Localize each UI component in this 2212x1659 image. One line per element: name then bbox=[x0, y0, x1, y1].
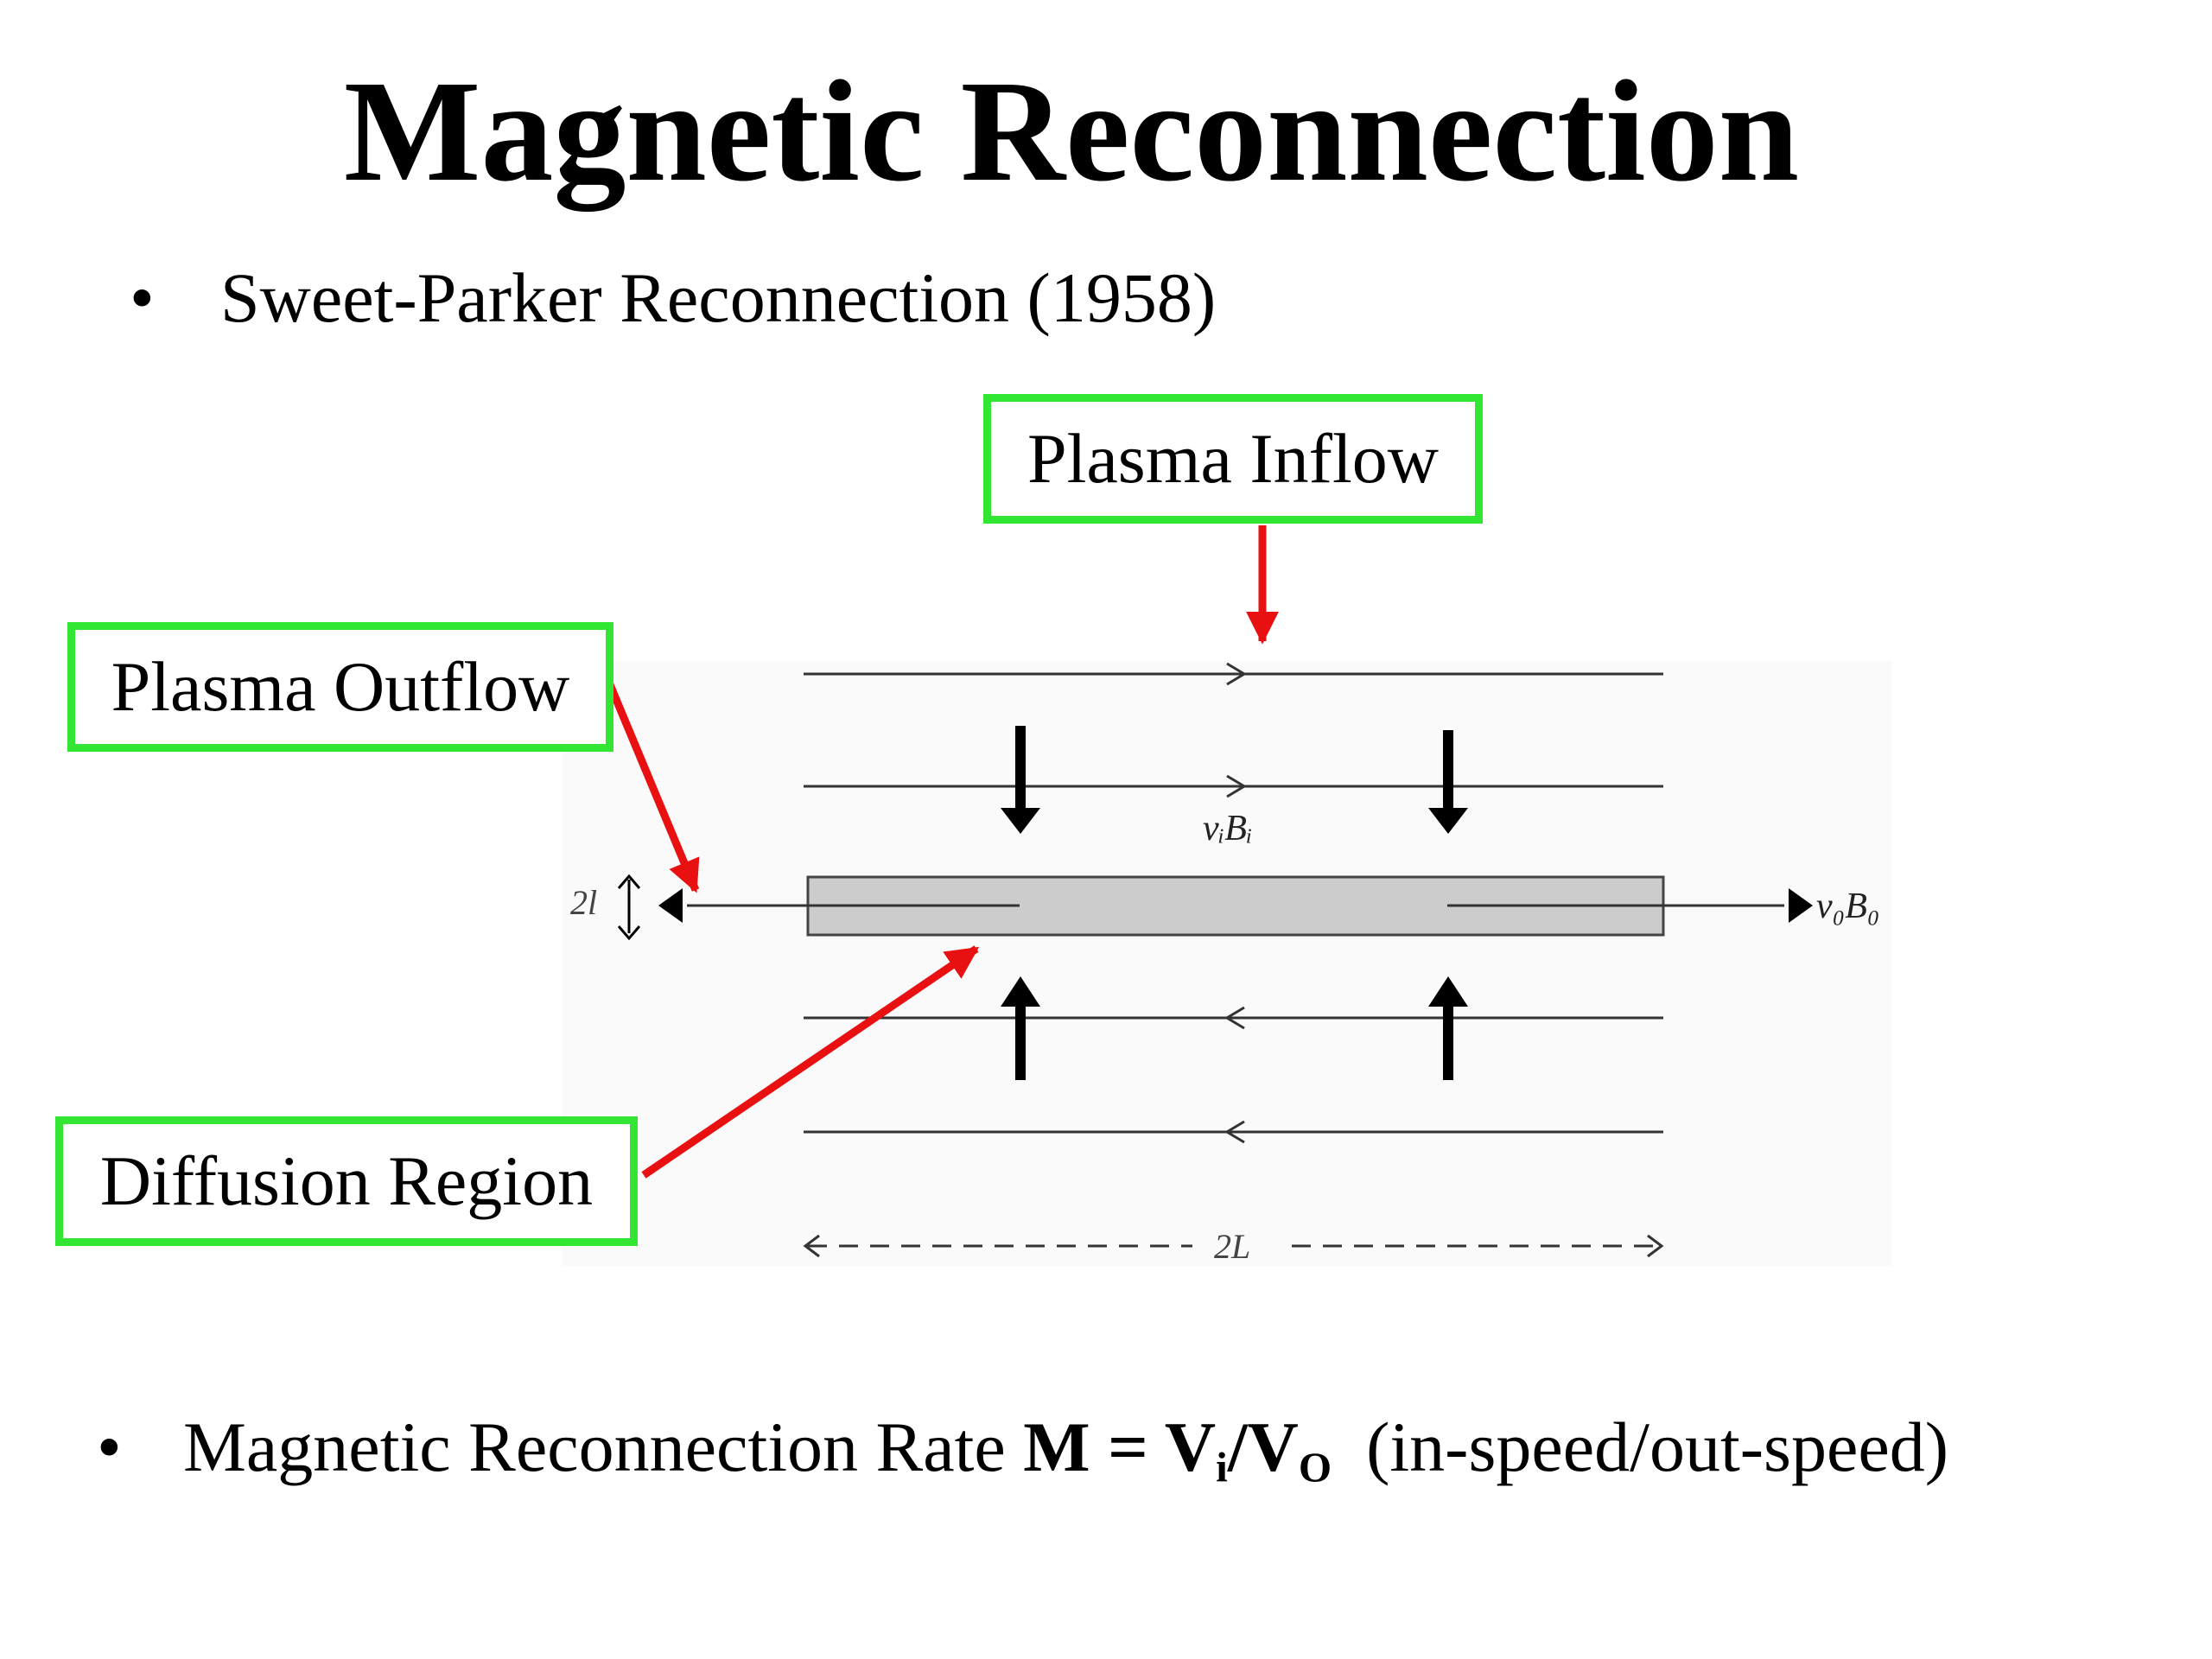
callout-diffusion-region: Diffusion Region bbox=[55, 1116, 638, 1246]
length-label: 2L bbox=[1214, 1227, 1250, 1266]
pointer-arrows bbox=[605, 525, 1279, 1179]
rate-formula: M = Vi/VO bbox=[1023, 1408, 1332, 1490]
field-lines-lower bbox=[804, 1006, 1663, 1144]
bullet-sweet-parker-text: Sweet-Parker Reconnection (1958) bbox=[220, 258, 1217, 337]
rate-formula-m: M = V bbox=[1023, 1408, 1217, 1486]
callout-plasma-inflow: Plasma Inflow bbox=[983, 394, 1483, 524]
rate-formula-v: /V bbox=[1227, 1408, 1299, 1486]
pointer-outflow bbox=[605, 681, 700, 893]
inflow-arrows-bottom bbox=[1001, 976, 1468, 1080]
thickness-arrow bbox=[617, 874, 641, 941]
inflow-variable-label: vᵢBᵢ bbox=[1203, 809, 1253, 849]
rate-text: Magnetic Reconnection Rate bbox=[183, 1408, 1006, 1486]
callout-plasma-outflow: Plasma Outflow bbox=[67, 622, 613, 752]
field-lines-upper bbox=[804, 662, 1663, 798]
rate-note: (in-speed/out-speed) bbox=[1366, 1408, 1949, 1486]
callout-plasma-inflow-text: Plasma Inflow bbox=[1027, 419, 1439, 498]
outflow-arrowhead-right bbox=[1789, 888, 1813, 923]
thickness-label: 2l bbox=[570, 883, 597, 922]
outflow-arrowhead-left bbox=[658, 888, 683, 923]
bullet-dot: • bbox=[130, 258, 155, 337]
bullet-sweet-parker: • Sweet-Parker Reconnection (1958) bbox=[130, 258, 1217, 337]
pointer-diffusion bbox=[641, 945, 980, 1179]
rate-formula-sub-i: i bbox=[1216, 1443, 1228, 1491]
callout-plasma-outflow-text: Plasma Outflow bbox=[111, 647, 570, 726]
diagram-panel bbox=[562, 661, 1892, 1266]
length-dimension bbox=[803, 1234, 1664, 1258]
outflow-variable-label: v₀B₀ bbox=[1816, 887, 1880, 926]
inflow-arrows-top bbox=[1001, 726, 1468, 834]
slide-title: Magnetic Reconnection bbox=[343, 51, 1800, 212]
rate-formula-sub-o: O bbox=[1298, 1443, 1332, 1491]
bullet-reconnection-rate: • Magnetic Reconnection Rate M = Vi/VO (in… bbox=[97, 1408, 1948, 1491]
callout-diffusion-region-text: Diffusion Region bbox=[99, 1141, 594, 1220]
bullet-dot: • bbox=[97, 1408, 122, 1486]
